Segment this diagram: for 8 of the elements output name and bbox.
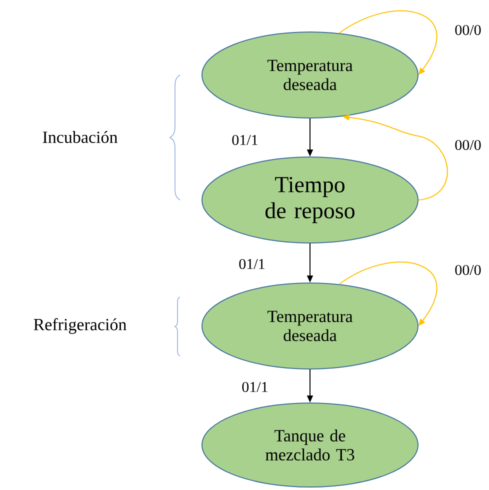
edge-label: 00/0 bbox=[455, 24, 481, 36]
group-label: Refrigeración bbox=[34, 318, 126, 334]
edge-label: 01/1 bbox=[232, 134, 258, 146]
edge-label: 00/0 bbox=[455, 140, 481, 150]
edge-label: 01/1 bbox=[242, 382, 268, 392]
group-label: Incubación bbox=[42, 131, 118, 143]
edge-label: 00/0 bbox=[455, 264, 481, 276]
edge-label: 01/1 bbox=[239, 258, 264, 270]
